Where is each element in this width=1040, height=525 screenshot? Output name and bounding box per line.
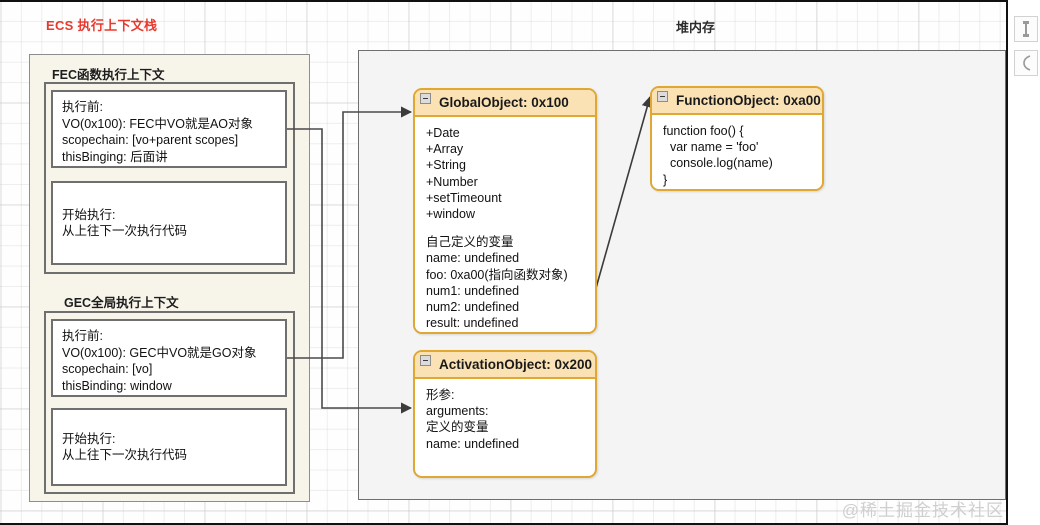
dimension-tool-button[interactable] bbox=[1014, 16, 1038, 42]
uml-header-functionobject: FunctionObject: 0xa00 bbox=[652, 88, 822, 115]
gec-before-box: 执行前: VO(0x100): GEC中VO就是GO对象 scopechain:… bbox=[51, 319, 287, 397]
gec-before-line: 执行前: bbox=[62, 329, 103, 343]
uml-line: name: undefined bbox=[426, 251, 520, 266]
curve-tool-button[interactable] bbox=[1014, 50, 1038, 76]
uml-line: foo: 0xa00(指向函数对象) bbox=[426, 267, 568, 282]
uml-line: var name = 'foo' bbox=[663, 140, 759, 155]
uml-title-globalobject: GlobalObject: 0x100 bbox=[439, 95, 569, 110]
ecs-stack-title: ECS 执行上下文栈 bbox=[46, 18, 158, 33]
gec-before-line: thisBinding: window bbox=[62, 378, 172, 393]
uml-line: arguments: bbox=[426, 404, 489, 419]
uml-line: +setTimeount bbox=[426, 190, 502, 205]
uml-line: 定义的变量 bbox=[426, 420, 489, 435]
uml-title-activationobject: ActivationObject: 0x200 bbox=[439, 357, 593, 372]
gec-running-line: 开始执行: bbox=[62, 431, 116, 446]
uml-body-globalobject: +Date +Array +String +Number +setTimeoun… bbox=[415, 117, 595, 332]
fec-before-line: 执行前: bbox=[62, 100, 103, 114]
uml-header-globalobject: GlobalObject: 0x100 bbox=[415, 90, 595, 117]
uml-line: num1: undefined bbox=[426, 283, 520, 298]
uml-body-activationobject: 形参: arguments: 定义的变量 name: undefined bbox=[415, 379, 595, 460]
uml-line: 自己定义的变量 bbox=[426, 235, 514, 250]
fec-before-line: thisBinging: 后面讲 bbox=[62, 149, 168, 164]
uml-line: function foo() { bbox=[663, 124, 744, 138]
fec-running-line: 开始执行: bbox=[62, 207, 116, 222]
watermark: @稀土掘金技术社区 bbox=[841, 501, 1004, 520]
uml-line: +window bbox=[426, 207, 475, 222]
uml-body-functionobject: function foo() { var name = 'foo' consol… bbox=[652, 115, 822, 189]
fec-before-line: scopechain: [vo+parent scopes] bbox=[62, 133, 239, 147]
uml-line: num2: undefined bbox=[426, 300, 520, 315]
collapse-icon[interactable] bbox=[657, 91, 668, 102]
uml-line: +Array bbox=[426, 142, 464, 157]
uml-line: 形参: bbox=[426, 388, 455, 402]
heap-title: 堆内存 bbox=[676, 20, 716, 35]
collapse-icon[interactable] bbox=[420, 93, 431, 104]
uml-line: } bbox=[663, 172, 668, 187]
fec-running-box: 开始执行: 从上往下一次执行代码 bbox=[51, 181, 287, 265]
collapse-icon[interactable] bbox=[420, 355, 431, 366]
gec-running-line: 从上往下一次执行代码 bbox=[62, 448, 188, 462]
uml-card-globalobject[interactable]: GlobalObject: 0x100 +Date +Array +String… bbox=[413, 88, 597, 334]
uml-line: +Number bbox=[426, 174, 478, 189]
uml-header-activationobject: ActivationObject: 0x200 bbox=[415, 352, 595, 379]
top-rule bbox=[0, 0, 1040, 2]
fec-before-line: VO(0x100): FEC中VO就是AO对象 bbox=[62, 116, 254, 131]
uml-title-functionobject: FunctionObject: 0xa00 bbox=[676, 93, 821, 108]
fec-running-line: 从上往下一次执行代码 bbox=[62, 224, 188, 238]
bottom-rule bbox=[0, 523, 1040, 525]
gec-running-box: 开始执行: 从上往下一次执行代码 bbox=[51, 408, 287, 486]
uml-line-spacer bbox=[426, 222, 585, 234]
gec-before-line: VO(0x100): GEC中VO就是GO对象 bbox=[62, 345, 257, 360]
uml-card-functionobject[interactable]: FunctionObject: 0xa00 function foo() { v… bbox=[650, 86, 824, 191]
dimension-icon bbox=[1015, 17, 1037, 41]
gec-context-label: GEC全局执行上下文 bbox=[64, 296, 179, 310]
uml-line: name: undefined bbox=[426, 436, 520, 451]
right-toolbar bbox=[1006, 0, 1040, 525]
gec-before-line: scopechain: [vo] bbox=[62, 362, 153, 376]
uml-card-activationobject[interactable]: ActivationObject: 0x200 形参: arguments: 定… bbox=[413, 350, 597, 478]
uml-line: result: undefined bbox=[426, 316, 519, 331]
uml-line: +String bbox=[426, 158, 466, 173]
fec-context-label: FEC函数执行上下文 bbox=[52, 68, 165, 82]
uml-line: console.log(name) bbox=[663, 156, 773, 171]
uml-line: +Date bbox=[426, 126, 460, 140]
fec-before-box: 执行前: VO(0x100): FEC中VO就是AO对象 scopechain:… bbox=[51, 90, 287, 168]
curve-icon bbox=[1015, 51, 1037, 75]
